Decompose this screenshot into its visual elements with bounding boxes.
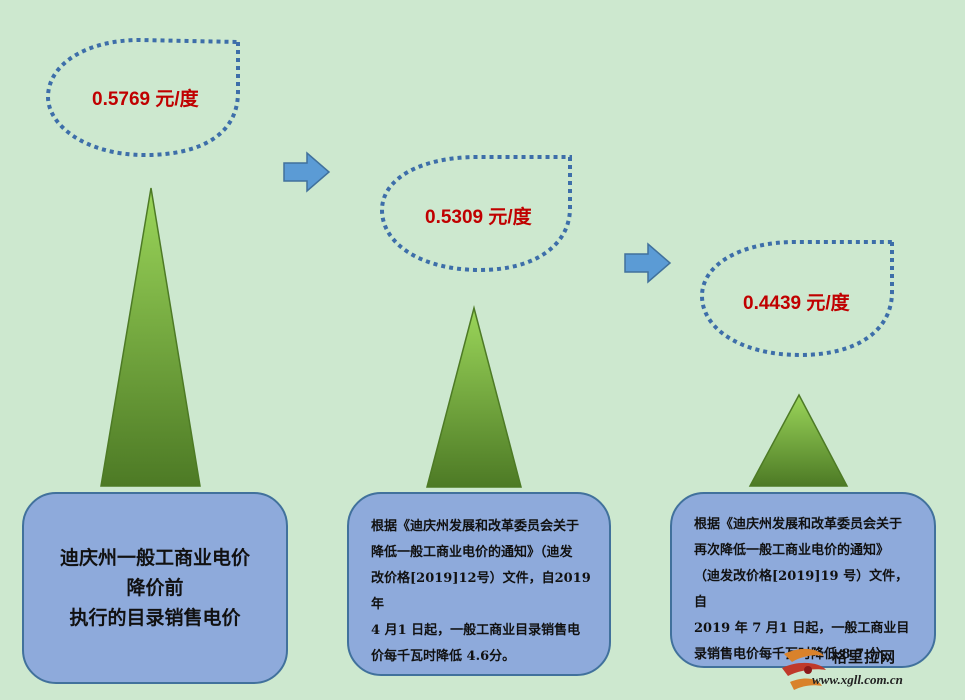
arrow-right-icon [283, 151, 331, 193]
box-line: 降低一般工商业电价的通知》（迪发 [371, 545, 573, 560]
box-line: 再次降低一般工商业电价的通知》 [694, 543, 890, 558]
box-line: 降价前 [126, 577, 184, 599]
price-drop-3 [699, 240, 894, 358]
box-line: （迪发改价格[2019]19 号）文件，自 [694, 569, 909, 610]
box-line: 4 月1 日起，一般工商业目录销售电 [371, 623, 581, 638]
price-triangle-2 [426, 305, 522, 488]
price-label-2: 0.5309 元/度 [425, 207, 532, 228]
watermark-url: www.xgll.com.cn [812, 672, 903, 687]
box-line: 根据《迪庆州发展和改革委员会关于 [694, 517, 903, 532]
box-line: 2019 年 7 月1 日起，一般工商业目 [694, 621, 910, 636]
price-drop-1 [45, 37, 240, 158]
stage-box-first-cut: 根据《迪庆州发展和改革委员会关于 降低一般工商业电价的通知》（迪发 改价格[20… [347, 492, 611, 676]
box-line: 迪庆州一般工商业电价 [59, 547, 250, 569]
price-label-3: 0.4439 元/度 [743, 293, 850, 314]
box-line: 执行的目录销售电价 [69, 607, 241, 629]
arrow-right-icon [624, 242, 672, 284]
stage-box-before: 迪庆州一般工商业电价 降价前 执行的目录销售电价 [22, 492, 288, 684]
box-line: 价每千瓦时降低 4.6分。 [371, 649, 516, 664]
price-label-1: 0.5769 元/度 [92, 89, 199, 110]
price-triangle-1 [100, 187, 201, 487]
price-triangle-3 [748, 393, 849, 487]
box-line: 根据《迪庆州发展和改革委员会关于 [371, 519, 580, 534]
price-drop-2 [379, 155, 572, 273]
box-line: 改价格[2019]12号）文件，自2019 年 [371, 571, 591, 612]
watermark-name: 格里拉网 [832, 648, 897, 666]
site-logo-icon [782, 648, 826, 690]
